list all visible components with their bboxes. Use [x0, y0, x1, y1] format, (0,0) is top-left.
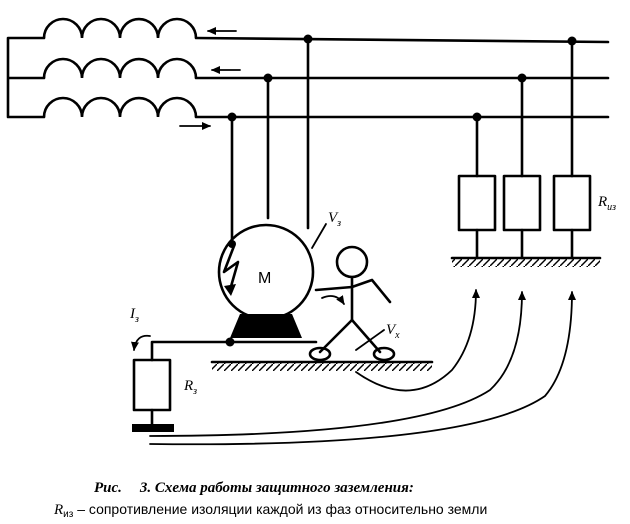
- phase-line-1: [194, 36, 610, 44]
- rz-symbol: Rз: [183, 378, 197, 397]
- grounding-resistor: [132, 358, 172, 412]
- person-foot-left: [308, 346, 332, 362]
- person-foot-right: [372, 346, 396, 362]
- return-current-path-3: [149, 291, 576, 446]
- body-current-arrow: [321, 295, 345, 305]
- ground-current-paths: [149, 289, 576, 446]
- insulation-resistor-phase-2: [502, 174, 542, 232]
- caption-legend: Rиз – сопротивление изоляции каждой из ф…: [53, 501, 487, 520]
- caption-title: Рис. 3. Схема работы защитного заземления…: [94, 480, 414, 496]
- winding-phase-3: [42, 96, 198, 118]
- person-leg-right: [350, 318, 382, 354]
- motor-base: [230, 314, 302, 338]
- motor-label: М: [258, 270, 271, 287]
- ground-local: [210, 360, 434, 371]
- insulation-resistor-phase-1: [552, 174, 592, 232]
- phase-lines: [194, 36, 610, 119]
- figure-caption: Рис. 3. Схема работы защитного заземления…: [53, 480, 487, 520]
- winding-phase-1: [42, 17, 198, 39]
- grounding-electrode: [132, 424, 174, 432]
- neutral-connection: [6, 36, 46, 119]
- return-current-path-1: [355, 289, 480, 392]
- person-arm-left: [314, 285, 354, 292]
- return-current-path-2: [149, 291, 526, 437]
- r-iz-symbol: Rиз: [597, 194, 616, 213]
- fault-arc-icon: [222, 244, 240, 292]
- caption-prefix: Рис.: [94, 480, 122, 496]
- person-arm-right: [350, 278, 392, 304]
- person-leg-left: [318, 318, 354, 354]
- vz-symbol: Vз: [328, 210, 341, 229]
- protective-grounding: Iз Rз: [129, 306, 235, 432]
- vz-leader: [311, 223, 327, 249]
- ground-hatch-insulation: [452, 259, 600, 267]
- vx-leader: [355, 329, 385, 351]
- winding-phase-2: [42, 57, 198, 79]
- motor: М: [217, 223, 318, 344]
- generator-windings: [6, 17, 198, 119]
- iz-current-arrow: [131, 334, 151, 351]
- insulation-resistances: Rиз: [450, 39, 616, 267]
- ground-hatch-local: [212, 363, 432, 371]
- line-current-arrows: [179, 27, 241, 130]
- vx-symbol: Vх: [386, 322, 400, 341]
- insulation-resistor-phase-3: [457, 174, 497, 232]
- iz-symbol: Iз: [129, 306, 139, 325]
- fault-arc-arrowhead: [224, 284, 236, 296]
- caption-title-text: 3. Схема работы защитного заземления:: [139, 480, 414, 496]
- grounding-conductor: [150, 340, 232, 362]
- person-figure: [308, 245, 396, 362]
- step-voltage-label: Vх: [355, 322, 400, 351]
- person-head: [335, 245, 369, 279]
- touch-voltage-label: Vз: [311, 210, 341, 249]
- motor-feed-wires: [230, 37, 310, 246]
